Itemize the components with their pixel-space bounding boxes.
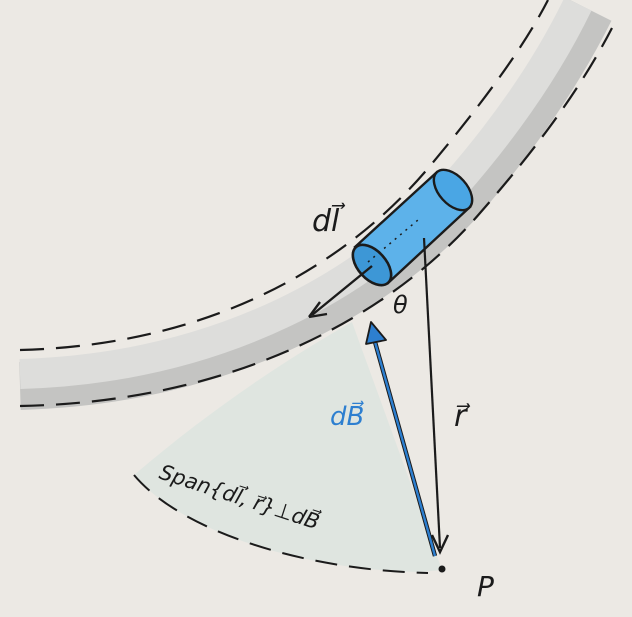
r-vector: [422, 237, 450, 555]
span-plane-boundary-arc: [133, 474, 429, 574]
dB-label: dB⃗: [330, 400, 365, 432]
r-label: r⃗: [454, 399, 471, 434]
wire-outer-border: [19, 0, 549, 352]
dl-arrow: [308, 265, 373, 319]
dl-label: dl⃗: [312, 203, 346, 239]
span-plane-sector: [134, 322, 442, 572]
P-label: P: [477, 570, 494, 603]
dB-vector: [365, 321, 438, 557]
wire-inner-border: [19, 27, 613, 408]
theta-label: θ: [393, 291, 408, 319]
point-P-dot: [438, 565, 446, 573]
wire-shadow: [19, 0, 612, 410]
